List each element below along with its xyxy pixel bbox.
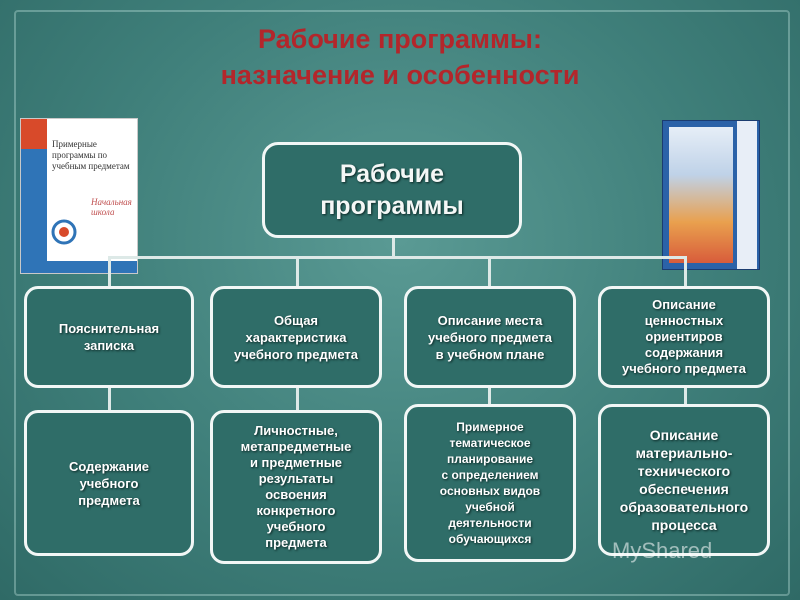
connector-col2 [296, 256, 299, 288]
node-material-technical-support: Описание материально- технического обесп… [598, 404, 770, 556]
node-learning-results: Личностные, метапредметные и предметные … [210, 410, 382, 564]
node-work-programs: Рабочие программы [262, 142, 522, 238]
connector-col1-lower [108, 386, 111, 412]
connector-col2-lower [296, 386, 299, 412]
node-subject-content: Содержание учебного предмета [24, 410, 194, 556]
book-textbook-image [662, 120, 760, 270]
book-cover-text: Примерные программы по учебным предметам [52, 139, 132, 172]
book-cover-art [669, 127, 733, 263]
connector-col3 [488, 256, 491, 288]
book-bottom-bar [47, 261, 137, 273]
book-spine [21, 119, 47, 273]
book-subtitle: Начальная школа [91, 197, 137, 217]
connector-col1 [108, 256, 111, 288]
node-explanatory-note: Пояснительная записка [24, 286, 194, 388]
node-value-orientations: Описание ценностных ориентиров содержани… [598, 286, 770, 388]
book-logo-icon [51, 219, 77, 245]
node-place-in-curriculum: Описание места учебного предмета в учебн… [404, 286, 576, 388]
connector-horizontal [108, 256, 686, 259]
book-spine-stripe [21, 119, 47, 149]
connector-col4 [684, 256, 687, 288]
title-line-2: назначение и особенности [0, 58, 800, 92]
connector-main-down [392, 238, 395, 258]
node-general-characteristics: Общая характеристика учебного предмета [210, 286, 382, 388]
book-side-stripe [737, 121, 757, 269]
title-line-1: Рабочие программы: [0, 22, 800, 56]
book-standards-image: Примерные программы по учебным предметам… [20, 118, 138, 274]
watermark: MyShared [612, 538, 712, 564]
node-thematic-planning: Примерное тематическое планирование с оп… [404, 404, 576, 562]
